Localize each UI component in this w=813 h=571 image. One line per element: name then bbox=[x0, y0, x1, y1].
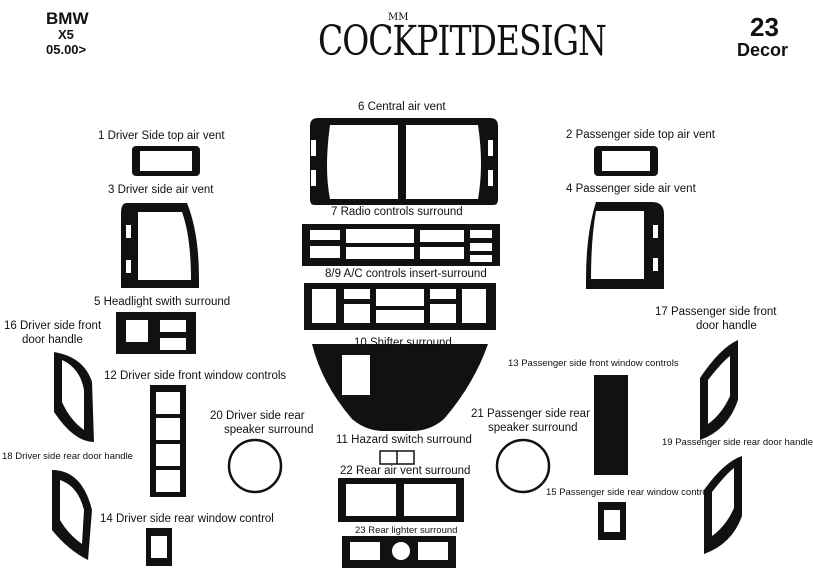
vehicle-date: 05.00> bbox=[46, 42, 87, 57]
set-number: 23 bbox=[750, 12, 779, 42]
label-part-17-line2: door handle bbox=[696, 320, 757, 332]
label-part-16-line1: 16 Driver side front bbox=[4, 320, 102, 332]
label-part-7: 7 Radio controls surround bbox=[331, 206, 463, 218]
label-part-21-line1: 21 Passenger side rear bbox=[471, 408, 590, 420]
part-5-dial bbox=[130, 323, 144, 337]
part-3-shape bbox=[121, 203, 199, 288]
part-20-shape bbox=[227, 438, 283, 494]
label-part-20-line1: 20 Driver side rear bbox=[210, 410, 305, 422]
part-17-shape bbox=[700, 340, 738, 440]
label-part-89: 8/9 A/C controls insert-surround bbox=[325, 268, 487, 280]
label-part-20-line2: speaker surround bbox=[224, 424, 314, 436]
part-4-slot-1 bbox=[653, 225, 658, 238]
part-5-shape bbox=[116, 312, 196, 354]
part-6-slot-3 bbox=[488, 140, 493, 156]
label-part-22: 22 Rear air vent surround bbox=[340, 465, 471, 477]
part-21-shape bbox=[495, 438, 551, 494]
part-19-shape bbox=[704, 456, 742, 554]
vehicle-model: X5 bbox=[58, 27, 74, 42]
part-6-slot-4 bbox=[488, 170, 493, 186]
part-2-shape bbox=[594, 146, 658, 176]
label-part-4: 4 Passenger side air vent bbox=[566, 183, 696, 195]
label-part-15: 15 Passenger side rear window control bbox=[546, 487, 710, 498]
part-4-slot-2 bbox=[653, 258, 658, 271]
label-part-19: 19 Passenger side rear door handle bbox=[662, 437, 813, 448]
label-part-6: 6 Central air vent bbox=[358, 101, 446, 113]
label-part-17-line1: 17 Passenger side front bbox=[655, 306, 777, 318]
label-part-2: 2 Passenger side top air vent bbox=[566, 129, 715, 141]
label-part-16-line2: door handle bbox=[22, 334, 83, 346]
label-part-23: 23 Rear lighter surround bbox=[355, 525, 458, 536]
part-6-slot-2 bbox=[311, 170, 316, 186]
label-part-18: 18 Driver side rear door handle bbox=[2, 451, 133, 462]
part-14-shape bbox=[146, 528, 172, 566]
brand-logo: COCKPITDESIGN bbox=[318, 16, 607, 65]
part-18-shape bbox=[52, 470, 92, 560]
label-part-5: 5 Headlight swith surround bbox=[94, 296, 231, 308]
part-6-slot-1 bbox=[311, 140, 316, 156]
label-part-21-line2: speaker surround bbox=[488, 422, 578, 434]
label-part-1: 1 Driver Side top air vent bbox=[98, 130, 225, 142]
part-22-shape bbox=[338, 478, 464, 522]
part-3-slot-1 bbox=[126, 225, 131, 238]
label-part-11: 11 Hazard switch surround bbox=[336, 434, 472, 446]
part-13-shape bbox=[594, 375, 628, 475]
label-part-12: 12 Driver side front window controls bbox=[104, 370, 287, 382]
part-7-shape bbox=[302, 224, 500, 266]
part-10-shape bbox=[312, 344, 488, 431]
part-89-shape bbox=[304, 283, 496, 330]
label-part-10: 10 Shifter surround bbox=[354, 337, 452, 349]
part-4-shape bbox=[586, 202, 664, 289]
part-1-shape bbox=[132, 146, 200, 176]
vehicle-make: BMW bbox=[46, 9, 89, 28]
part-15-shape bbox=[598, 502, 626, 540]
part-3-slot-2 bbox=[126, 260, 131, 273]
set-type: Decor bbox=[737, 40, 789, 60]
label-part-14: 14 Driver side rear window control bbox=[100, 513, 274, 525]
brand-mark: MM bbox=[388, 12, 409, 23]
part-6-shape bbox=[310, 118, 498, 205]
label-part-3: 3 Driver side air vent bbox=[108, 184, 214, 196]
label-part-13: 13 Passenger side front window controls bbox=[508, 358, 679, 369]
part-16-shape bbox=[54, 352, 94, 442]
part-12-shape bbox=[150, 385, 186, 497]
